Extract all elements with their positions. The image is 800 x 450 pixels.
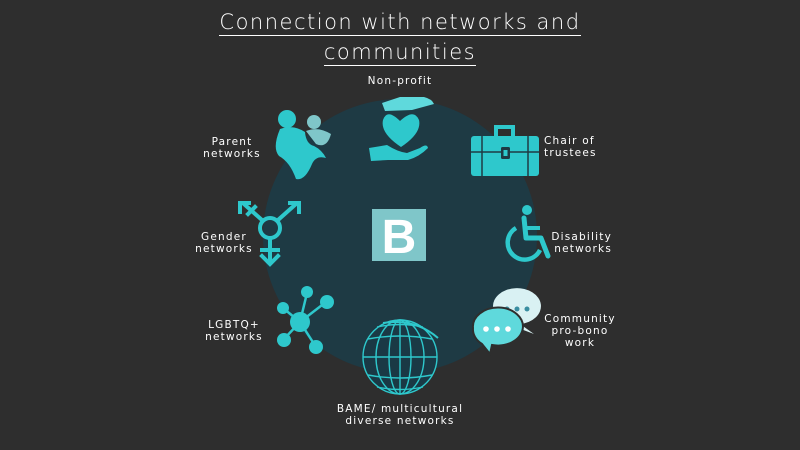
label-chair-line2: trustees [544,147,597,159]
transgender-symbol-icon [238,201,301,267]
label-bame-line2: diverse networks [345,415,455,427]
wheelchair-icon [505,205,551,262]
page-title-line-2: communities [0,40,800,66]
label-bame-networks: BAME/ multicultural diverse networks [310,403,490,427]
logo-letter: B [382,211,417,264]
briefcase-icon [471,125,539,176]
label-lgbtq-line1: LGBTQ+ [208,319,260,331]
label-gender-line2: networks [195,243,253,255]
label-bame-line1: BAME/ multicultural [336,403,464,415]
label-lgbtq-networks: LGBTQ+ networks [196,319,272,343]
label-chair-of-trustees: Chair of trustees [544,135,597,159]
title-text-1: Connection with networks and [219,10,581,36]
label-community-line1: Community [544,313,616,325]
label-disability-networks: Disability networks [520,231,612,255]
label-lgbtq-line2: networks [205,331,263,343]
label-disability-line2: networks [554,243,612,255]
label-community-line2: pro-bono [551,325,609,337]
network-nodes-icon [277,286,334,354]
page-title-line-1: Connection with networks and [0,10,800,36]
label-chair-line1: Chair of [544,135,595,147]
chat-bubbles-icon [471,288,541,357]
label-parent-line1: Parent [211,136,253,148]
label-non-profit-line1: Non-profit [367,75,433,87]
label-gender-networks: Gender networks [186,231,262,255]
globe-icon [362,319,439,395]
label-parent-networks: Parent networks [194,136,270,160]
parent-child-icon [275,110,331,180]
center-logo: B [372,209,426,264]
label-parent-line2: networks [203,148,261,160]
label-community-pro-bono: Community pro-bono work [540,313,620,349]
label-disability-line1: Disability [551,231,612,243]
heart-in-hands-icon [369,97,434,161]
label-community-line3: work [564,337,596,349]
title-text-2: communities [323,40,477,66]
label-non-profit: Non-profit [352,75,448,87]
label-gender-line1: Gender [201,231,247,243]
